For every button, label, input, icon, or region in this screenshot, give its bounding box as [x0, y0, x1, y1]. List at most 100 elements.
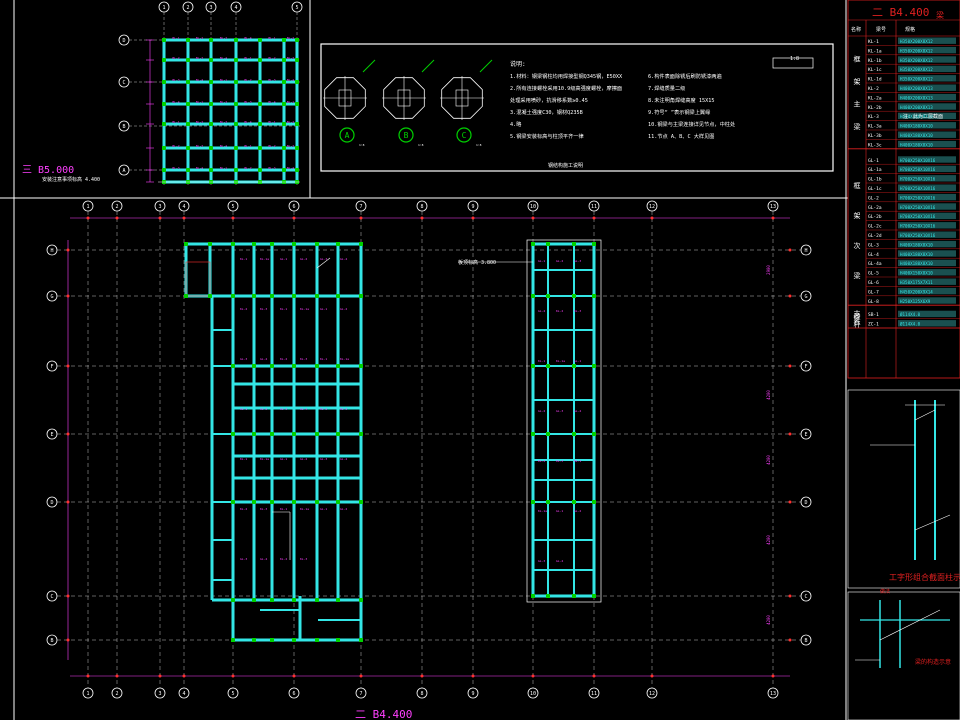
- plan-dim-dot: [66, 248, 70, 252]
- plan-axis-right-label: E: [804, 432, 807, 438]
- key-node: [295, 122, 299, 126]
- plan-beam-tag: KL-3: [260, 307, 267, 311]
- plan-dim-dot: [592, 674, 596, 678]
- plan-beam-tag: GL-1: [280, 457, 287, 461]
- plan-node: [546, 364, 550, 368]
- schedule-spec: H350X200X8X12: [900, 58, 933, 63]
- plan-axis-bottom-label: 3: [158, 691, 161, 697]
- plan-axis-bottom-label: 9: [471, 691, 474, 697]
- node-sketch-arrow: [362, 59, 376, 73]
- plan-axis-bottom-label: 1: [86, 691, 89, 697]
- schedule-spec: H400X200X8X13: [900, 95, 933, 100]
- key-axis-left-label: C: [122, 80, 125, 86]
- key-beam-tag: BL-1: [220, 78, 227, 82]
- plan-dim-dot: [182, 674, 186, 678]
- plan-axis-bottom-label: 6: [292, 691, 295, 697]
- schedule-spec-bg: [898, 93, 956, 101]
- plan-beam-tag: GL-1: [240, 407, 247, 411]
- schedule-spec: H700X250X10X16: [900, 214, 936, 219]
- schedule-spec: Ø114X4.0: [900, 312, 921, 317]
- note-line-left: 3.混凝土强度C30，钢材Q235B: [510, 108, 583, 116]
- plan-beam-tag: GL-3: [574, 259, 581, 263]
- key-beam-tag: BL-3: [268, 166, 275, 170]
- key-axis-top-label: 4: [234, 5, 237, 11]
- schedule-beam-id: KL-1: [868, 39, 879, 45]
- key-node: [209, 80, 213, 84]
- schedule-spec-bg: [898, 222, 956, 229]
- note-line-right: 8.未注明角焊缝高度 15X15: [648, 96, 715, 104]
- key-node: [234, 58, 238, 62]
- plan-node: [292, 242, 296, 246]
- plan-dim-dot: [771, 216, 775, 220]
- schedule-spec-bg: [898, 140, 956, 148]
- detail1-plate: [914, 409, 936, 421]
- plan-dim-dot: [158, 216, 162, 220]
- schedule-spec-bg: [898, 287, 956, 295]
- plan-beam-tag: GL-4: [538, 309, 545, 313]
- schedule-beam-id: ZC-1: [868, 322, 879, 328]
- key-beam-tag: BL-4: [244, 120, 251, 124]
- plan-dim-dot: [788, 638, 792, 642]
- plan-beam-tag: GL-4: [340, 457, 347, 461]
- key-beam-tag: BL-4: [220, 56, 227, 60]
- schedule-header: 规格: [905, 26, 915, 33]
- plan-node: [336, 294, 340, 298]
- main-plan-elevation-annotation: 板顶标高 3.800: [458, 259, 496, 266]
- schedule-beam-id: KL-1d: [868, 77, 882, 83]
- plan-dim-dot: [471, 674, 475, 678]
- key-beam-tag: BL-1: [268, 120, 275, 124]
- schedule-beam-id: GL-6: [868, 280, 879, 286]
- plan-right-outline: [526, 239, 602, 603]
- key-node: [186, 80, 190, 84]
- note-line-right: 10.钢梁与主梁连接详见节点，中柱处: [648, 120, 735, 128]
- schedule-spec: H350X200X8X12: [900, 39, 933, 44]
- plan-beam-tag: GL-1: [320, 507, 327, 511]
- schedule-beam-id: GL-5: [868, 271, 879, 277]
- plan-beam-tag: GL-4: [260, 357, 267, 361]
- key-node: [209, 168, 213, 172]
- plan-dim-dot: [231, 216, 235, 220]
- plan-dim-dot: [592, 216, 596, 220]
- plan-beam-tag: GL-2: [340, 307, 347, 311]
- key-node: [234, 122, 238, 126]
- schedule-spec-bg: [898, 56, 956, 63]
- node-callout-label: C: [462, 131, 467, 140]
- key-beam-tag: BL-2: [196, 120, 203, 124]
- key-beam-tag: BL-2: [220, 100, 227, 104]
- plan-dim-dot: [182, 216, 186, 220]
- plan-dim-dot: [420, 674, 424, 678]
- plan-dim-dot: [292, 674, 296, 678]
- plan-node: [315, 638, 319, 642]
- group3-name-char: 支: [854, 309, 861, 318]
- schedule-spec: H350X200X8X12: [900, 67, 933, 72]
- plan-beam-tag: KL-1a: [260, 457, 269, 461]
- plan-dim-dot: [788, 294, 792, 298]
- group3-name-char: 杆: [854, 320, 861, 329]
- schedule-beam-id: KL-3: [868, 114, 879, 120]
- plan-axis-left-label: D: [50, 500, 53, 506]
- plan-beam-tag: KL-1: [240, 257, 247, 261]
- plan-node: [252, 432, 256, 436]
- plan-beam-tag: KL-1a: [300, 507, 309, 511]
- plan-node: [315, 598, 319, 602]
- group2-name-char: 梁: [854, 271, 861, 280]
- plan-node: [359, 294, 363, 298]
- plan-node: [359, 364, 363, 368]
- plan-node: [592, 364, 596, 368]
- plan-node: [572, 594, 576, 598]
- plan-node: [270, 432, 274, 436]
- plan-node: [359, 638, 363, 642]
- plan-beam-tag: KL-3: [556, 459, 563, 463]
- plan-beam-tag: KL-1: [240, 457, 247, 461]
- key-axis-top-label: 5: [295, 5, 298, 11]
- plan-vdim-text: 4200: [766, 535, 771, 545]
- plan-axis-top-label: 1: [86, 204, 89, 210]
- key-beam-tag: BL-4: [287, 166, 294, 170]
- plan-node: [292, 638, 296, 642]
- plan-axis-bottom-label: 7: [359, 691, 362, 697]
- plan-node: [292, 364, 296, 368]
- plan-axis-right-label: H: [804, 248, 807, 254]
- plan-beam-tag: KL-3: [340, 407, 347, 411]
